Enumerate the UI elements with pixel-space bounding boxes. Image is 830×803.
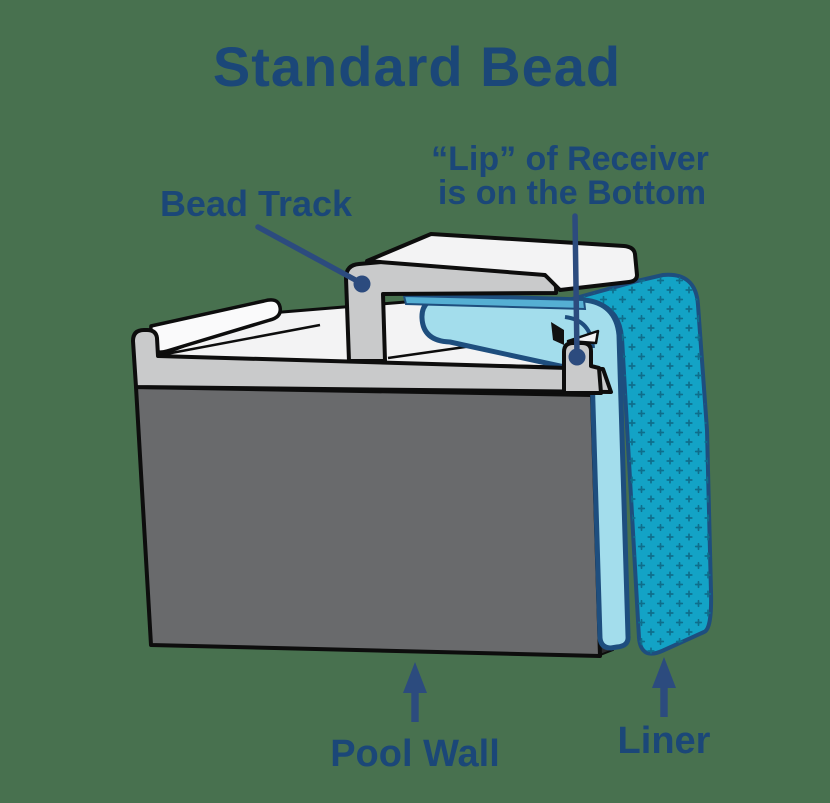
lip-label-line2: is on the Bottom	[438, 174, 706, 212]
pool-wall-arrow-icon	[403, 662, 427, 722]
lip-shadow-notch	[551, 322, 564, 345]
lip-label-line1: “Lip” of Receiver	[431, 140, 709, 178]
track-base-band	[131, 328, 613, 394]
liner-bead-top-sliver	[402, 294, 587, 311]
liner-face-texture	[572, 274, 712, 654]
bead-track-callout	[255, 224, 371, 293]
liner-arrow-icon	[652, 657, 676, 717]
page-title: Standard Bead	[213, 35, 621, 98]
liner-bead-shape	[419, 293, 631, 651]
pool-wall-face	[134, 385, 602, 658]
pool-wall-label: Pool Wall	[330, 733, 500, 775]
lip-callout-line	[572, 213, 580, 359]
bead-track-callout-dot	[353, 275, 371, 293]
bead-track-callout-line	[255, 224, 364, 286]
track-top-shadow-line-left	[165, 323, 321, 356]
lip-callout-dot	[568, 348, 586, 366]
arm-top-surface	[365, 232, 639, 292]
lip-callout	[568, 213, 586, 366]
liner-bead	[402, 293, 631, 651]
bead-track-label: Bead Track	[160, 183, 353, 224]
liner-label: Liner	[618, 720, 711, 762]
